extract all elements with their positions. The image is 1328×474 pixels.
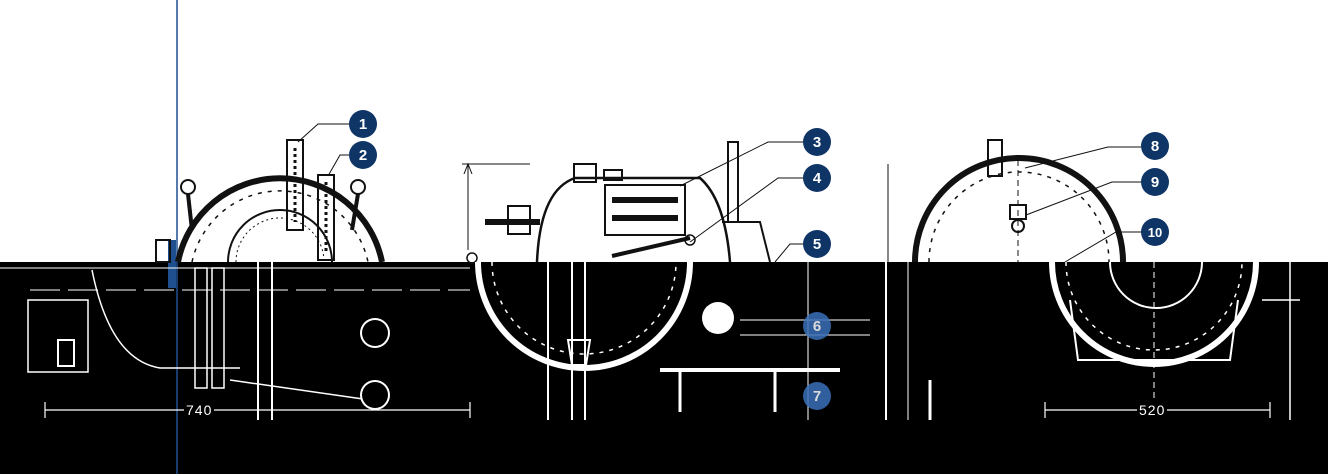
pressure-gauge-right (350, 179, 366, 195)
flowmeter-2 (317, 174, 335, 261)
callout-3: 3 (803, 128, 831, 156)
callout-5: 5 (803, 230, 831, 258)
middle-wheel (702, 302, 734, 334)
right-unit-lower (1044, 261, 1300, 420)
guide-marker (168, 240, 176, 288)
left-arc-outer (175, 175, 385, 263)
callout-4: 4 (803, 164, 831, 192)
left-dial (227, 209, 333, 263)
left-dial-ticks (235, 217, 325, 263)
pressure-gauge-left (180, 179, 196, 195)
left-unit-lower (0, 262, 471, 420)
right-arc-outer (912, 155, 1126, 263)
callout-6: 6 (803, 312, 831, 340)
callout-10: 10 (1141, 218, 1169, 246)
flowmeter-1 (286, 139, 304, 231)
dimension-label-right: 520 (1137, 402, 1168, 418)
middle-unit-lower (475, 261, 932, 420)
callout-9: 9 (1141, 168, 1169, 196)
lever (611, 236, 691, 258)
right-unit (912, 139, 1141, 263)
right-dial (1109, 261, 1203, 309)
callout-1: 1 (349, 110, 377, 138)
left-arc-scale (191, 190, 369, 263)
callout-8: 8 (1141, 132, 1169, 160)
middle-unit (462, 141, 889, 264)
left-unit (155, 123, 385, 263)
control-box (604, 184, 686, 236)
dimension-label-left: 740 (184, 402, 215, 418)
callout-7: 7 (803, 382, 831, 410)
top-fitting (987, 139, 1003, 177)
callout-2: 2 (349, 141, 377, 169)
